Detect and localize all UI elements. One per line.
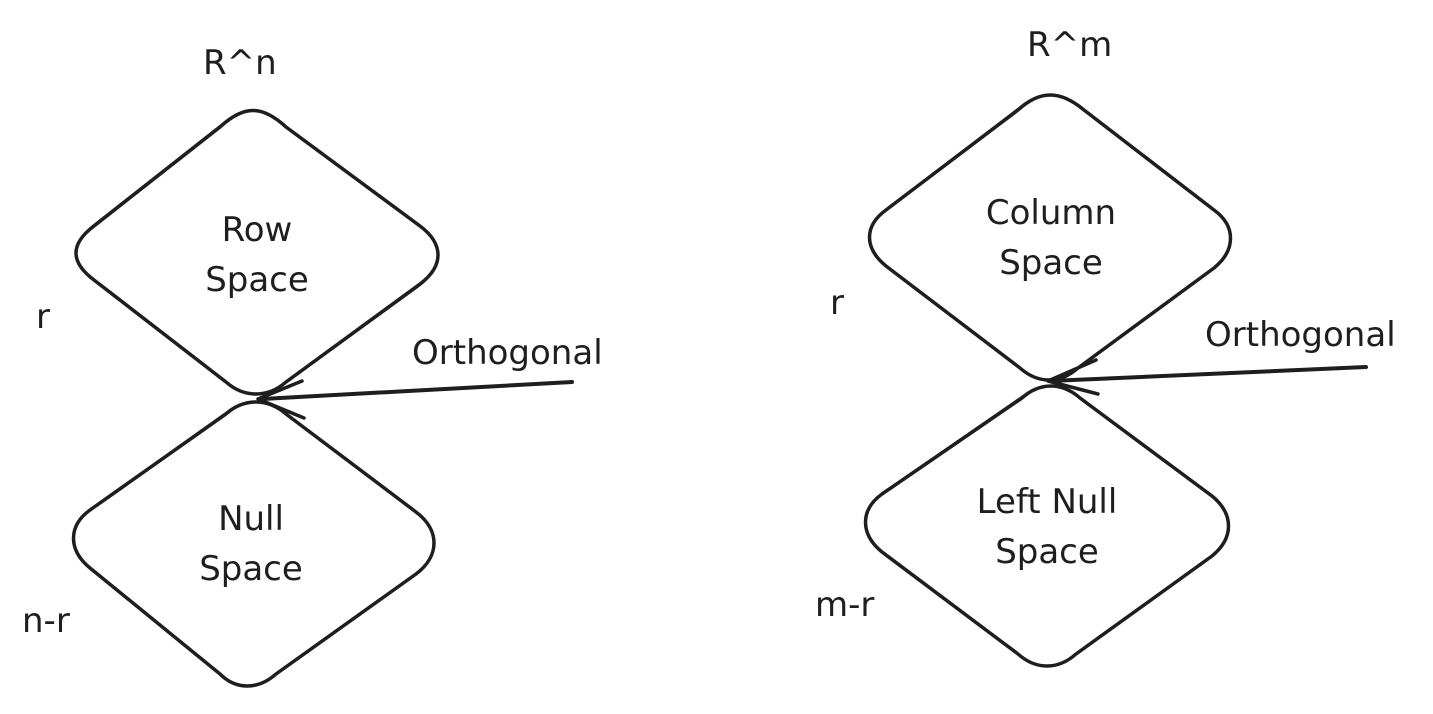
- left-orthogonal-arrow: [256, 379, 574, 420]
- row-space-label-line2: Space: [205, 260, 309, 300]
- left-null-space-label-line1: Left Null: [976, 482, 1118, 522]
- null-space-label: Null Space: [144, 494, 358, 594]
- left-orthogonal-label: Orthogonal: [412, 333, 603, 373]
- right-orthogonal-arrow: [1046, 358, 1368, 396]
- row-space-diamond[interactable]: [74, 108, 440, 396]
- right-upper-dimension: r: [830, 283, 844, 323]
- null-space-label-line1: Null: [218, 499, 284, 539]
- left-null-space-label: Left Null Space: [926, 477, 1168, 577]
- right-space-label: R^m: [1027, 25, 1113, 65]
- left-upper-dimension: r: [36, 297, 50, 337]
- left-null-space-label-line2: Space: [995, 532, 1099, 572]
- column-space-label-line1: Column: [985, 193, 1117, 233]
- column-space-label: Column Space: [930, 188, 1172, 288]
- row-space-label: Row Space: [150, 205, 364, 305]
- row-space-label-line1: Row: [221, 210, 293, 250]
- column-space-label-line2: Space: [999, 243, 1103, 283]
- left-space-label: R^n: [203, 43, 277, 83]
- left-lower-dimension: n-r: [22, 601, 70, 641]
- null-space-label-line2: Space: [199, 549, 303, 589]
- right-orthogonal-label: Orthogonal: [1205, 315, 1396, 355]
- left-null-space-diamond[interactable]: [863, 384, 1231, 668]
- right-lower-dimension: m-r: [815, 585, 875, 625]
